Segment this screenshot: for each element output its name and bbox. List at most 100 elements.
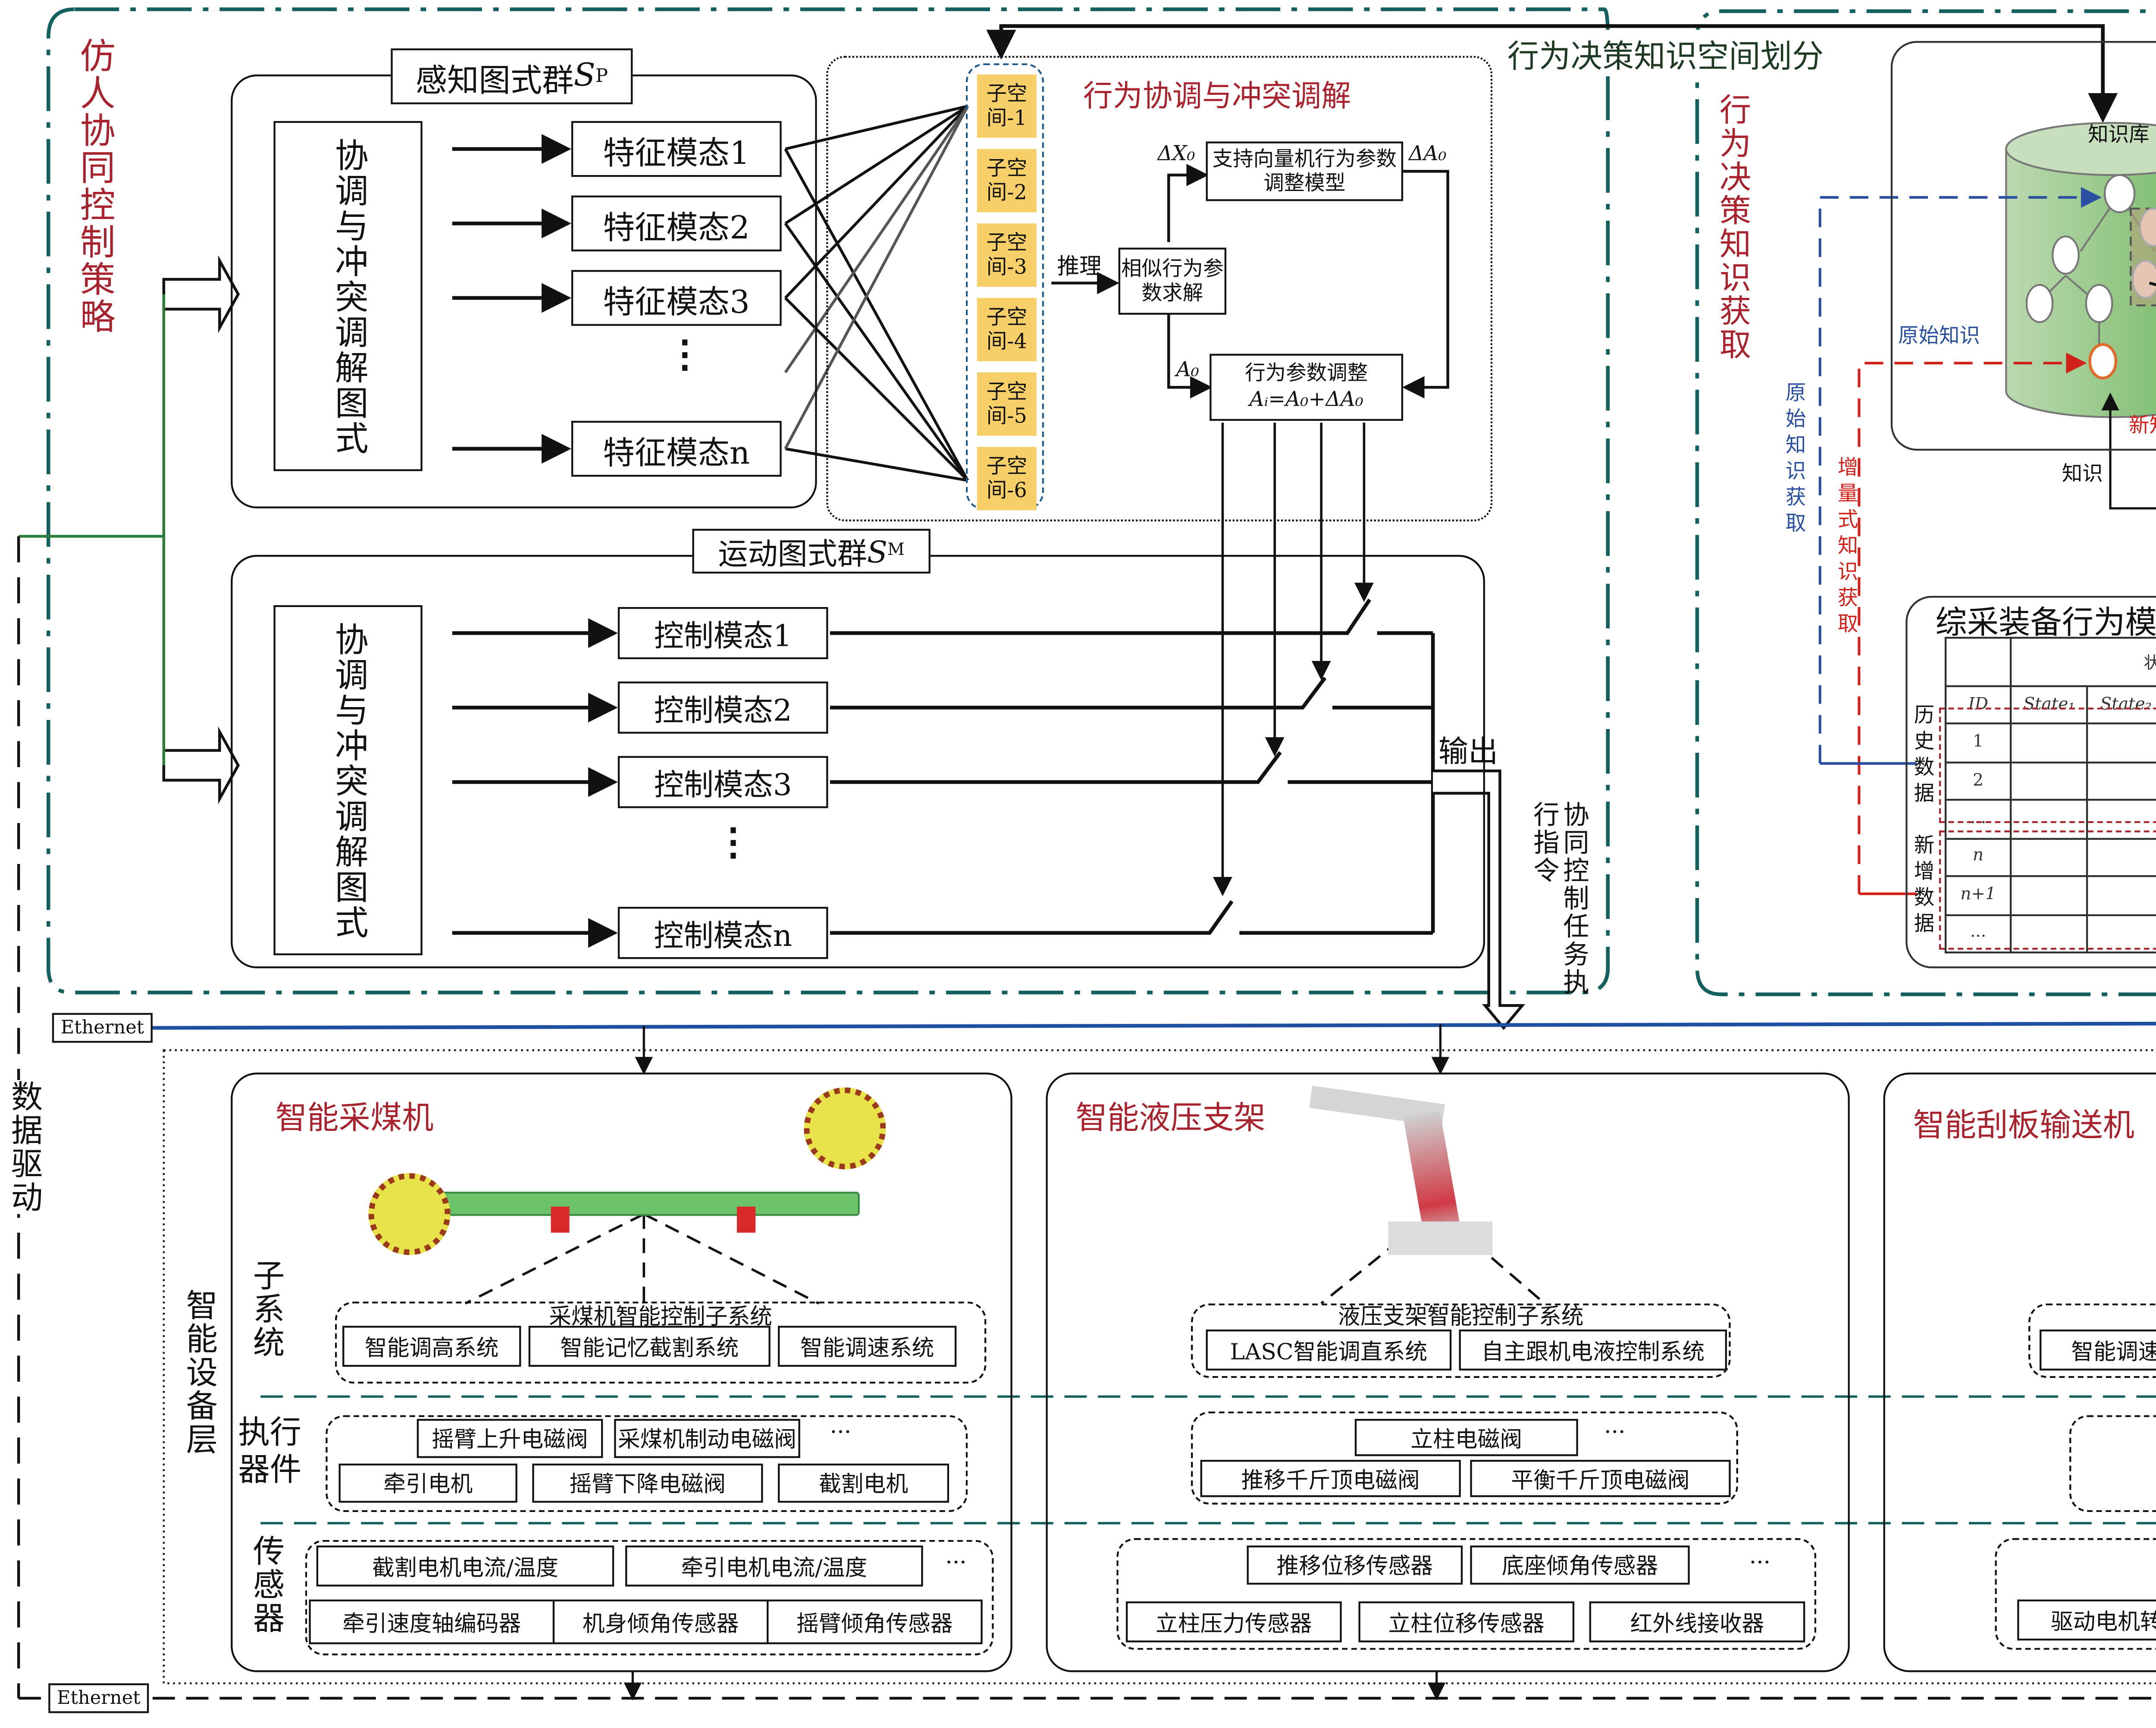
column-header: ID — [1944, 685, 2012, 725]
support-sensor-ellipsis: ··· — [1749, 1549, 1771, 1575]
feature-mode-n: 特征模态n — [571, 421, 782, 477]
new-data-highlight — [1939, 830, 2156, 950]
support-base-image — [1388, 1221, 1493, 1255]
subspace-1: 子空间-1 — [977, 74, 1037, 138]
table-row: ... — [1944, 913, 2156, 954]
support-subsystem-2: 自主跟机电液控制系统 — [1459, 1329, 1727, 1371]
new-knowledge-label: 新知识 — [2129, 413, 2156, 438]
shearer-actuator-4: 摇臂下降电磁阀 — [532, 1463, 763, 1503]
support-sensor-5: 红外线接收器 — [1589, 1601, 1805, 1643]
knowledge-partition-label: 行为决策知识空间划分 — [1504, 30, 1828, 77]
column-header: State₁ — [2009, 685, 2089, 725]
column-header: State₂ — [2087, 685, 2156, 725]
behavior-adjust-formula: Aᵢ=A₀+ΔA₀ — [1249, 387, 1363, 412]
row-label-sensor: 传感器 — [245, 1534, 283, 1635]
support-sensor-group — [1116, 1538, 1817, 1650]
delta-a0-label: ΔA₀ — [1408, 141, 1447, 166]
conveyor-subsystem-title: 刮板输送机智能控制子系统 — [2028, 1300, 2156, 1331]
knowledge-base-cylinder — [2005, 149, 2156, 418]
row-id: n — [1944, 837, 2012, 877]
support-subsystem-group — [1191, 1303, 1731, 1378]
table-column-header-row: ID State₁ State₂ State₃ State₄ ··· Actio… — [1944, 685, 2156, 725]
new-data-label: 新增数据 — [1911, 834, 1936, 939]
control-mode-2: 控制模态2 — [617, 681, 828, 734]
shearer-actuator-3: 牵引电机 — [338, 1463, 517, 1503]
support-title: 智能液压支架 — [1075, 1100, 1266, 1138]
control-mode-ellipsis: ⋮ — [714, 819, 752, 864]
perception-group-var: S — [573, 57, 595, 95]
delta-x0-label: ΔX₀ — [1157, 141, 1195, 166]
feature-mode-ellipsis: ⋮ — [666, 331, 704, 376]
control-mode-3: 控制模态3 — [617, 756, 828, 808]
row-id: 1 — [1944, 723, 2012, 764]
motion-group-title-text: 运动图式群 — [718, 536, 867, 572]
original-knowledge-label: 原始知识 — [1898, 324, 1980, 348]
shearer-actuator-2: 采煤机制动电磁阀 — [614, 1419, 800, 1458]
perception-coordinator-box: 协调与冲突调解图式 — [273, 121, 423, 471]
reasoning-label: 推理 — [1057, 253, 1102, 279]
subspace-5: 子空间-5 — [977, 372, 1037, 436]
shearer-title: 智能采煤机 — [275, 1100, 434, 1138]
feature-mode-2: 特征模态2 — [571, 195, 782, 252]
kb-label: 知识库 — [2088, 123, 2150, 147]
shearer-left-leg — [551, 1206, 570, 1233]
support-actuator-group — [1191, 1411, 1738, 1505]
support-actuator-1: 立柱电磁阀 — [1354, 1419, 1578, 1456]
motion-group-var: S — [867, 533, 888, 569]
ethernet-bottom-label: Ethernet — [48, 1683, 149, 1713]
conveyor-sensor-group — [1995, 1538, 2156, 1650]
table-row: ... — [1944, 799, 2156, 839]
motion-coordinator-box: 协调与冲突调解图式 — [273, 605, 423, 955]
shearer-sensor-1: 截割电机电流/温度 — [316, 1545, 614, 1587]
shearer-actuator-5: 截割电机 — [777, 1463, 950, 1503]
support-subsystem-title: 液压支架智能控制子系统 — [1338, 1303, 1584, 1330]
shearer-sensor-group — [305, 1540, 994, 1656]
table-row: 1 — [1944, 723, 2156, 764]
conveyor-panel — [1883, 1072, 2156, 1672]
shearer-actuator-group — [326, 1415, 968, 1512]
support-sensor-3: 立柱压力传感器 — [1125, 1601, 1342, 1643]
subspace-2: 子空间-2 — [977, 149, 1037, 213]
row-id: 2 — [1944, 761, 2012, 801]
table-row: n+1 — [1944, 875, 2156, 915]
shearer-sensor-5: 摇臂倾角传感器 — [767, 1600, 983, 1644]
subspace-3: 子空间-3 — [977, 223, 1037, 287]
table-corner-cell — [1944, 637, 2012, 687]
control-mode-1: 控制模态1 — [617, 607, 828, 659]
coordination-title: 行为协调与冲突调解 — [1083, 78, 1351, 114]
knowledge-arrow-label: 知识 — [2062, 462, 2103, 486]
shearer-subsystem-group — [335, 1301, 987, 1384]
row-id: ... — [1944, 799, 2012, 839]
info-system-title: 综采装备行为模式决策信息系统 — [1935, 605, 2156, 643]
table-row: n — [1944, 837, 2156, 877]
output-label: 输出 — [1438, 733, 1498, 769]
subspace-4: 子空间-4 — [977, 298, 1037, 361]
table-row: 2 — [1944, 761, 2156, 801]
table-group-header-row: 状态空间 行为空间 — [1944, 637, 2156, 687]
support-actuator-ellipsis: ··· — [1604, 1419, 1626, 1445]
state-space-header: 状态空间 — [2009, 637, 2156, 687]
conveyor-sensor-2: 驱动电机转矩传感器 — [2017, 1600, 2156, 1641]
conveyor-title: 智能刮板输送机 — [1913, 1108, 2135, 1146]
support-actuator-3: 平衡千斤顶电磁阀 — [1470, 1460, 1731, 1497]
row-id: n+1 — [1944, 875, 2012, 915]
feature-mode-1: 特征模态1 — [571, 121, 782, 177]
support-sensor-4: 立柱位移传感器 — [1358, 1601, 1575, 1643]
a0-label: A₀ — [1176, 357, 1199, 382]
strategy-title: 仿人协同控制策略 — [74, 37, 116, 335]
motion-group-subscript: M — [887, 542, 905, 561]
shearer-subsystem-3: 智能调速系统 — [777, 1326, 957, 1367]
support-sensor-2: 底座倾角传感器 — [1470, 1545, 1690, 1585]
perception-group-subscript: P — [595, 66, 608, 87]
shearer-actuator-ellipsis: ··· — [830, 1419, 852, 1445]
data-driven-left-label: 数据驱动 — [3, 1080, 41, 1214]
history-data-highlight — [1939, 707, 2156, 823]
device-layer-title: 智能设备层 — [179, 1288, 216, 1456]
support-panel — [1046, 1072, 1850, 1672]
conveyor-actuator-group — [2069, 1415, 2156, 1512]
shearer-sensor-4: 机身倾角传感器 — [552, 1600, 769, 1644]
conveyor-subsystem-group — [2028, 1303, 2156, 1378]
support-sensor-1: 推移位移传感器 — [1247, 1545, 1463, 1585]
